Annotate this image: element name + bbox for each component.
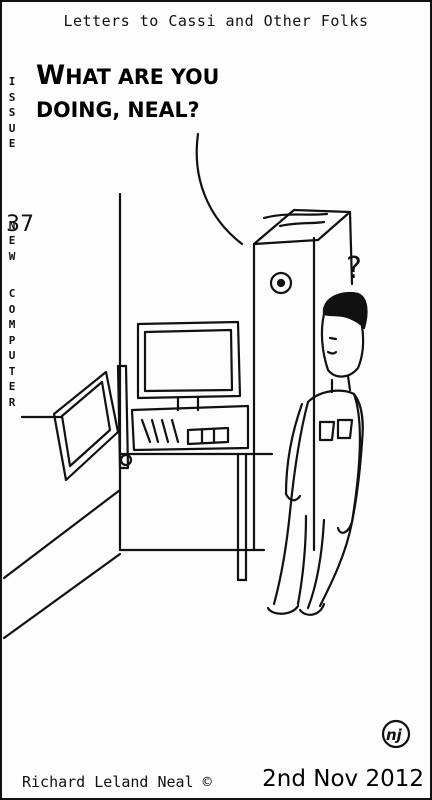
neal-legs [272, 510, 354, 608]
question-mark: ? [346, 251, 362, 286]
server-tower [252, 208, 354, 552]
speech-line-2: DOING, NEAL? [36, 98, 200, 122]
neal-arm-right [336, 392, 362, 534]
comic-series-title: Letters to Cassi and Other Folks [63, 12, 369, 30]
room-floor-diagonal-upper [2, 488, 122, 580]
desktop-unit [130, 404, 250, 452]
desk [118, 452, 274, 582]
author-credit: Richard Leland Neal © [22, 773, 212, 791]
vertical-word-new: N E W [8, 218, 16, 263]
publish-date: 2nd Nov 2012 [262, 766, 424, 792]
neal-shoes [266, 602, 326, 616]
vertical-word-issue: I S S U E [8, 75, 16, 150]
open-door [52, 364, 133, 482]
artist-logo: nj [381, 719, 411, 749]
neal-figure [266, 291, 368, 616]
vertical-caption: I S S U E N E W C O M P U T E R [5, 74, 19, 410]
speech-tail [195, 132, 244, 246]
vertical-word-computer: C O M P U T E R [8, 287, 16, 409]
neal-arm-left [284, 402, 304, 502]
computer-monitor [136, 320, 242, 412]
speech-line-1: WHAT ARE YOU [36, 60, 220, 91]
neal-head [320, 312, 365, 378]
artist-logo-text: nj [386, 726, 403, 744]
room-floor-diagonal-lower [2, 552, 122, 640]
speech-text: WHAT ARE YOU DOING, NEAL? [36, 60, 219, 126]
issue-number: 37 [6, 212, 34, 237]
neal-hair [322, 291, 368, 330]
